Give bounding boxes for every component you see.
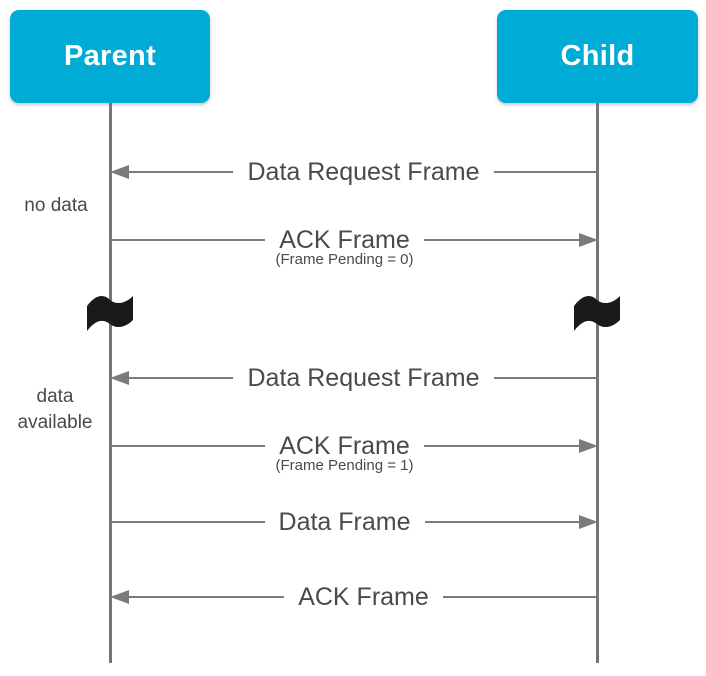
arrowhead-right-icon [579,439,598,453]
message-sub-label: (Frame Pending = 0) [275,251,414,268]
message-line [129,596,285,598]
arrowhead-left-icon [110,590,129,604]
message-line [493,377,599,379]
message-ack-1: ACK Frame (Frame Pending = 0) [110,225,598,268]
arrowhead-right-icon [579,233,598,247]
message-line [423,445,579,447]
actor-child-label: Child [560,40,635,72]
message-label: ACK Frame [279,432,410,460]
message-line [129,171,234,173]
message-line [129,377,234,379]
message-line [423,239,579,241]
message-line [493,171,599,173]
message-line [110,521,265,523]
arrowhead-left-icon [110,165,129,179]
child-lifeline [596,103,599,663]
time-break-flag-icon [87,296,133,331]
message-data-frame: Data Frame [110,507,599,537]
message-data-request-1: Data Request Frame [110,157,599,187]
annotation-data-available: data available [17,386,93,433]
message-label: ACK Frame [298,583,429,611]
annotation-no-data: no data [24,195,88,216]
message-label: ACK Frame [279,226,410,254]
message-line [110,239,266,241]
actor-box-parent: Parent [10,10,210,103]
actor-box-child: Child [497,10,698,103]
actor-parent-label: Parent [63,40,157,72]
message-label: Data Request Frame [247,158,480,186]
message-line [110,445,266,447]
message-sub-label: (Frame Pending = 1) [275,457,414,474]
message-label: Data Frame [278,508,411,536]
message-line [442,596,598,598]
arrowhead-left-icon [110,371,129,385]
message-label: Data Request Frame [247,364,480,392]
message-line [424,521,580,523]
time-break-flag-icon [574,296,620,331]
message-ack-3: ACK Frame [110,582,598,612]
message-data-request-2: Data Request Frame [110,363,599,393]
message-ack-2: ACK Frame (Frame Pending = 1) [110,431,598,474]
arrowhead-right-icon [579,515,599,529]
